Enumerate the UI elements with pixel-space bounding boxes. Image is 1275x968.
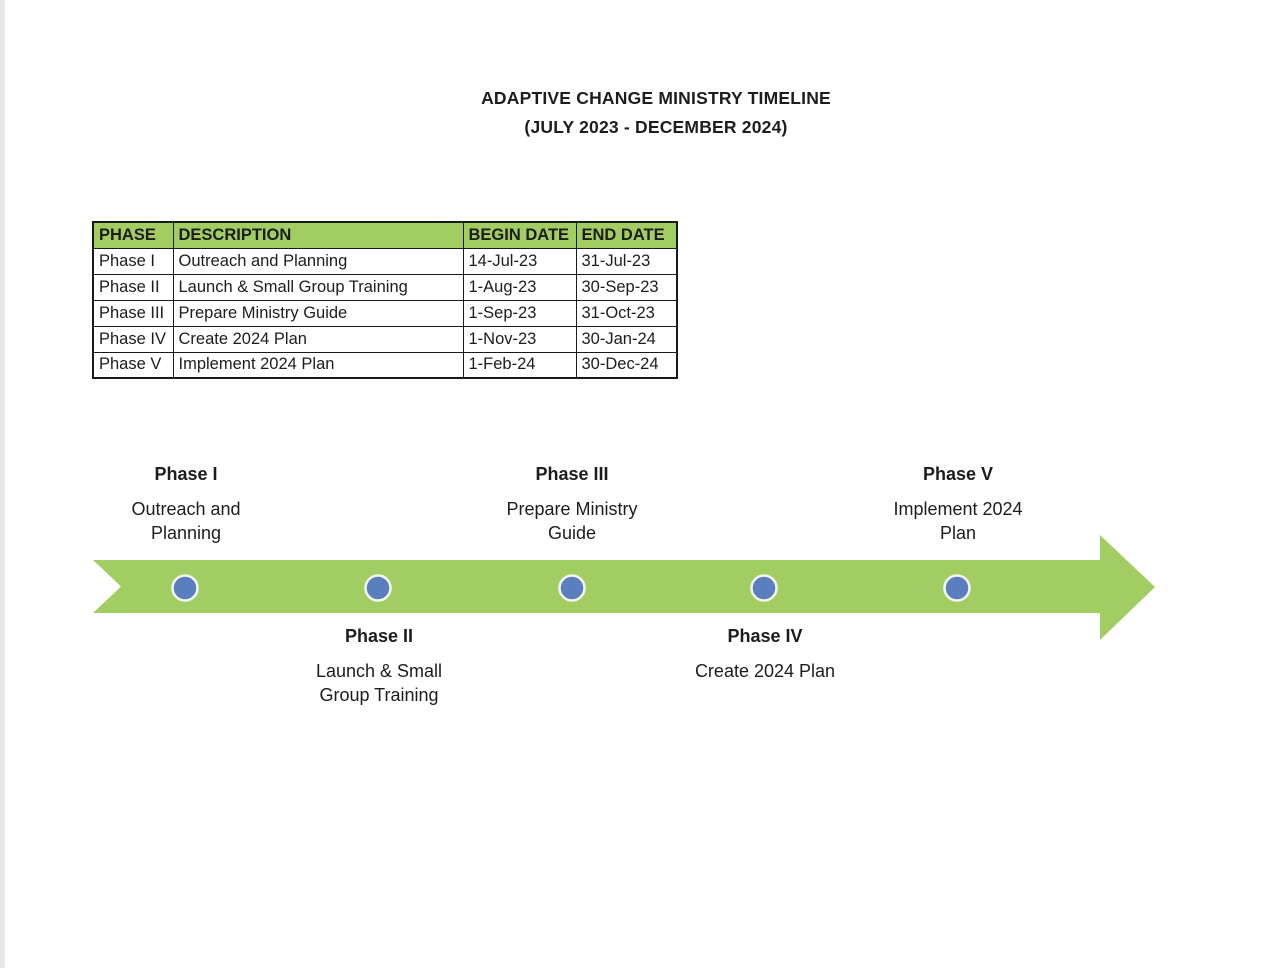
timeline-dot	[364, 574, 392, 602]
timeline-diagram	[93, 535, 1155, 640]
phase-label-phase-iv: Phase IV Create 2024 Plan	[650, 624, 880, 683]
table-cell-end-date: 30-Jan-24	[575, 325, 678, 353]
table-cell-end-date: 31-Jul-23	[575, 247, 678, 275]
table-cell-phase: Phase I	[92, 247, 174, 275]
table-cell-begin-date: 1-Feb-24	[462, 351, 577, 379]
phase-description: Launch & Small Group Training	[315, 661, 443, 705]
phase-label-phase-iii: Phase III Prepare Ministry Guide	[457, 462, 687, 545]
table-row: Phase II Launch & Small Group Training 1…	[92, 273, 678, 301]
table-row: Phase I Outreach and Planning 14-Jul-23 …	[92, 247, 678, 275]
timeline-dot	[750, 574, 778, 602]
page-title-line2: (JULY 2023 - DECEMBER 2024)	[524, 117, 788, 137]
timeline-arrow	[93, 535, 1155, 640]
phase-description: Create 2024 Plan	[694, 661, 836, 681]
phase-description: Prepare Ministry Guide	[506, 499, 638, 543]
table-cell-begin-date: 1-Sep-23	[462, 299, 577, 327]
phase-description: Implement 2024 Plan	[893, 499, 1023, 543]
phase-title: Phase II	[344, 626, 414, 646]
page-edge-strip	[0, 0, 5, 968]
table-row: Phase V Implement 2024 Plan 1-Feb-24 30-…	[92, 351, 678, 379]
phase-title: Phase I	[154, 464, 218, 484]
table-cell-phase: Phase III	[92, 299, 174, 327]
table-cell-description: Implement 2024 Plan	[172, 351, 464, 379]
table-cell-description: Create 2024 Plan	[172, 325, 464, 353]
phase-label-phase-i: Phase I Outreach and Planning	[71, 462, 301, 545]
timeline-dot	[171, 574, 199, 602]
page-title: ADAPTIVE CHANGE MINISTRY TIMELINE (JULY …	[481, 84, 831, 142]
phase-title: Phase IV	[727, 626, 803, 646]
table-header-row: PHASE DESCRIPTION BEGIN DATE END DATE	[92, 221, 678, 249]
phase-title: Phase III	[535, 464, 609, 484]
table-cell-phase: Phase II	[92, 273, 174, 301]
phase-description: Outreach and Planning	[131, 499, 241, 543]
table-cell-phase: Phase IV	[92, 325, 174, 353]
phase-label-phase-v: Phase V Implement 2024 Plan	[843, 462, 1073, 545]
phase-label-phase-ii: Phase II Launch & Small Group Training	[264, 624, 494, 707]
table-header-begin-date: BEGIN DATE	[462, 221, 577, 249]
table-cell-description: Launch & Small Group Training	[172, 273, 464, 301]
table-cell-end-date: 30-Dec-24	[575, 351, 678, 379]
timeline-dot	[943, 574, 971, 602]
table-row: Phase IV Create 2024 Plan 1-Nov-23 30-Ja…	[92, 325, 678, 353]
table-cell-description: Prepare Ministry Guide	[172, 299, 464, 327]
phase-title: Phase V	[922, 464, 994, 484]
table-cell-description: Outreach and Planning	[172, 247, 464, 275]
table-cell-begin-date: 1-Nov-23	[462, 325, 577, 353]
table-cell-begin-date: 1-Aug-23	[462, 273, 577, 301]
page-title-line1: ADAPTIVE CHANGE MINISTRY TIMELINE	[481, 88, 831, 108]
table-row: Phase III Prepare Ministry Guide 1-Sep-2…	[92, 299, 678, 327]
table-cell-end-date: 30-Sep-23	[575, 273, 678, 301]
table-cell-phase: Phase V	[92, 351, 174, 379]
table-header-description: DESCRIPTION	[172, 221, 464, 249]
table-cell-begin-date: 14-Jul-23	[462, 247, 577, 275]
phase-table: PHASE DESCRIPTION BEGIN DATE END DATE Ph…	[92, 221, 678, 379]
table-header-end-date: END DATE	[575, 221, 678, 249]
table-header-phase: PHASE	[92, 221, 174, 249]
timeline-dot	[558, 574, 586, 602]
table-cell-end-date: 31-Oct-23	[575, 299, 678, 327]
